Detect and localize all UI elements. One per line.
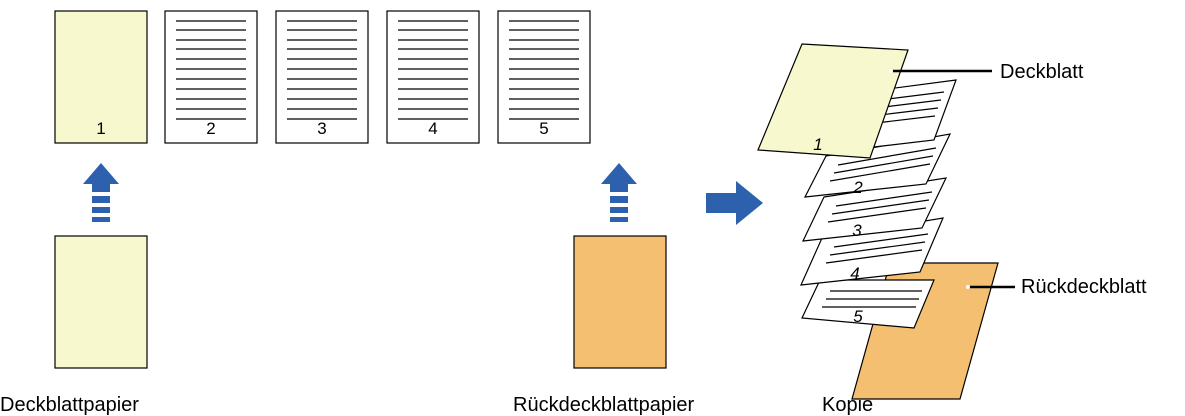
stack-page-3: 3 [801, 177, 948, 242]
cover-paper-sheet [54, 235, 148, 369]
page-number: 3 [852, 221, 862, 240]
page-number: 2 [852, 178, 863, 197]
back-cover-callout: Rückdeckblatt [966, 276, 1147, 298]
stack-page-2: 2 [803, 133, 952, 198]
original-page-3: 3 [275, 10, 369, 144]
page-number: 1 [96, 119, 105, 138]
cover-callout: Deckblatt [889, 61, 1084, 83]
original-pages: 1 2 3 [54, 10, 591, 144]
stack-page-5: 5 [801, 279, 935, 329]
original-page-2: 2 [164, 10, 258, 144]
page-number: 4 [850, 264, 859, 283]
back-cover-paper-label: Rückdeckblattpapier [513, 394, 695, 416]
output-stack: 5 4 3 2 1 [757, 43, 999, 400]
cover-paper-label: Deckblattpapier [0, 394, 139, 416]
up-arrow-icon-back-cover [601, 163, 637, 222]
page-number: 5 [539, 119, 548, 138]
page-number: 5 [853, 307, 863, 326]
back-cover-label: Rückdeckblatt [1021, 276, 1147, 298]
page-number: 2 [206, 119, 215, 138]
stack-cover: 1 [757, 43, 909, 159]
right-arrow-icon [706, 181, 763, 225]
back-cover-paper-sheet [573, 235, 667, 369]
page-number: 3 [317, 119, 326, 138]
original-page-1: 1 [54, 10, 148, 144]
up-arrow-icon-cover [83, 163, 119, 222]
cover-label: Deckblatt [1000, 61, 1084, 83]
original-page-5: 5 [497, 10, 591, 144]
page-number: 1 [813, 135, 822, 154]
original-page-4: 4 [386, 10, 480, 144]
page-number: 4 [428, 119, 437, 138]
